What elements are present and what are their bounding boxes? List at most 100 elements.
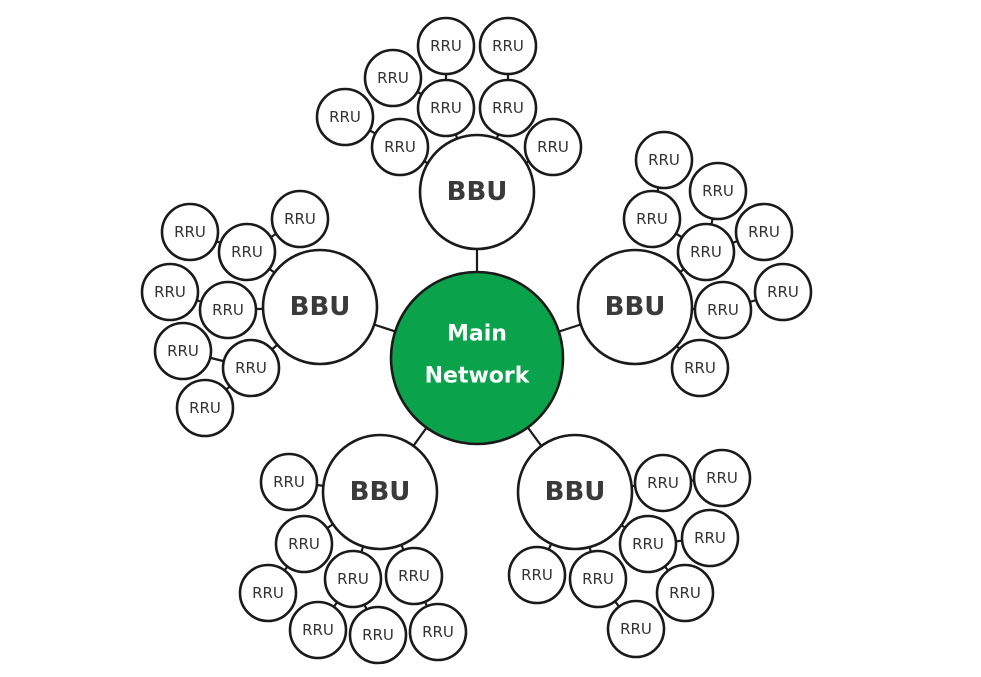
rru-circle [160, 202, 220, 262]
rru-circle [692, 448, 752, 508]
rru-node-bottom-left-1: RRU [259, 452, 319, 512]
rru-node-left-8: RRU [175, 378, 235, 438]
rru-circle [676, 222, 736, 282]
rru-circle [363, 48, 423, 108]
bbu-node-left: BBU [261, 248, 379, 366]
rru-label: RRU [398, 567, 430, 585]
rru-node-bottom-left-2: RRU [274, 514, 334, 574]
rru-circle [238, 563, 298, 623]
rru-node-right-2: RRU [688, 161, 748, 221]
rru-label: RRU [620, 620, 652, 638]
rru-label: RRU [189, 399, 221, 417]
rru-circle [680, 508, 740, 568]
rru-label: RRU [748, 223, 780, 241]
rru-node-left-1: RRU [160, 202, 220, 262]
rru-circle [270, 189, 330, 249]
bbu-node-bottom-left: BBU [321, 433, 439, 551]
rru-circle [618, 514, 678, 574]
rru-circle [274, 514, 334, 574]
rru-node-right-6: RRU [753, 262, 813, 322]
rru-circle [734, 202, 794, 262]
rru-circle [606, 599, 666, 659]
rru-circle [384, 546, 444, 606]
rru-circle [416, 78, 476, 138]
rru-label: RRU [212, 301, 244, 319]
rru-node-right-7: RRU [693, 280, 753, 340]
rru-circle [288, 600, 348, 660]
bbu-circle [321, 433, 439, 551]
rru-circle [693, 280, 753, 340]
rru-node-bottom-right-7: RRU [655, 563, 715, 623]
rru-node-bottom-right-3: RRU [618, 514, 678, 574]
rru-label: RRU [384, 138, 416, 156]
rru-circle [370, 117, 430, 177]
rru-circle [259, 452, 319, 512]
rru-label: RRU [706, 469, 738, 487]
rru-label: RRU [492, 37, 524, 55]
rru-label: RRU [648, 151, 680, 169]
rru-label: RRU [329, 108, 361, 126]
rru-label: RRU [537, 138, 569, 156]
rru-label: RRU [690, 243, 722, 261]
rru-node-top-3: RRU [363, 48, 423, 108]
bbu-nodes: BBU BBU BBU BBU BBU [261, 133, 694, 551]
rru-label: RRU [521, 566, 553, 584]
rru-node-left-5: RRU [198, 280, 258, 340]
rru-label: RRU [422, 623, 454, 641]
rru-label: RRU [288, 535, 320, 553]
bbu-node-right: BBU [576, 248, 694, 366]
bbu-label: BBU [350, 477, 411, 507]
rru-node-bottom-right-5: RRU [507, 545, 567, 605]
rru-label: RRU [636, 210, 668, 228]
rru-node-top-4: RRU [416, 78, 476, 138]
rru-circle [198, 280, 258, 340]
rru-node-left-2: RRU [270, 189, 330, 249]
rru-label: RRU [647, 474, 679, 492]
rru-circle [568, 549, 628, 609]
rru-circle [478, 16, 538, 76]
rru-label: RRU [167, 342, 199, 360]
rru-node-bottom-left-3: RRU [238, 563, 298, 623]
rru-label: RRU [174, 223, 206, 241]
rru-node-bottom-right-1: RRU [633, 453, 693, 513]
rru-label: RRU [362, 626, 394, 644]
rru-label: RRU [430, 37, 462, 55]
rru-node-bottom-left-7: RRU [348, 605, 408, 665]
rru-label: RRU [252, 584, 284, 602]
main-network-label-line1: Main [447, 322, 507, 347]
rru-circle [622, 189, 682, 249]
rru-label: RRU [767, 283, 799, 301]
rru-label: RRU [284, 210, 316, 228]
rru-circle [478, 78, 538, 138]
rru-circle [753, 262, 813, 322]
bbu-node-top: BBU [418, 133, 536, 251]
rru-label: RRU [337, 570, 369, 588]
rru-circle [408, 602, 468, 662]
rru-circle [633, 453, 693, 513]
rru-node-bottom-left-4: RRU [323, 549, 383, 609]
rru-node-right-8: RRU [670, 338, 730, 398]
rru-label: RRU [377, 69, 409, 87]
main-network-node: Main Network [389, 270, 565, 446]
rru-circle [153, 321, 213, 381]
rru-node-right-3: RRU [622, 189, 682, 249]
rru-label: RRU [492, 99, 524, 117]
rru-node-left-3: RRU [217, 222, 277, 282]
rru-label: RRU [684, 359, 716, 377]
rru-node-top-1: RRU [416, 16, 476, 76]
rru-node-bottom-right-4: RRU [680, 508, 740, 568]
main-network-label-line2: Network [425, 364, 531, 389]
rru-circle [315, 87, 375, 147]
rru-node-bottom-right-2: RRU [692, 448, 752, 508]
rru-circle [507, 545, 567, 605]
bbu-label: BBU [290, 292, 351, 322]
rru-node-bottom-right-8: RRU [606, 599, 666, 659]
rru-circle [416, 16, 476, 76]
rru-node-top-8: RRU [523, 117, 583, 177]
rru-circle [221, 338, 281, 398]
bbu-node-bottom-right: BBU [516, 433, 634, 551]
rru-node-left-6: RRU [153, 321, 213, 381]
rru-circle [348, 605, 408, 665]
